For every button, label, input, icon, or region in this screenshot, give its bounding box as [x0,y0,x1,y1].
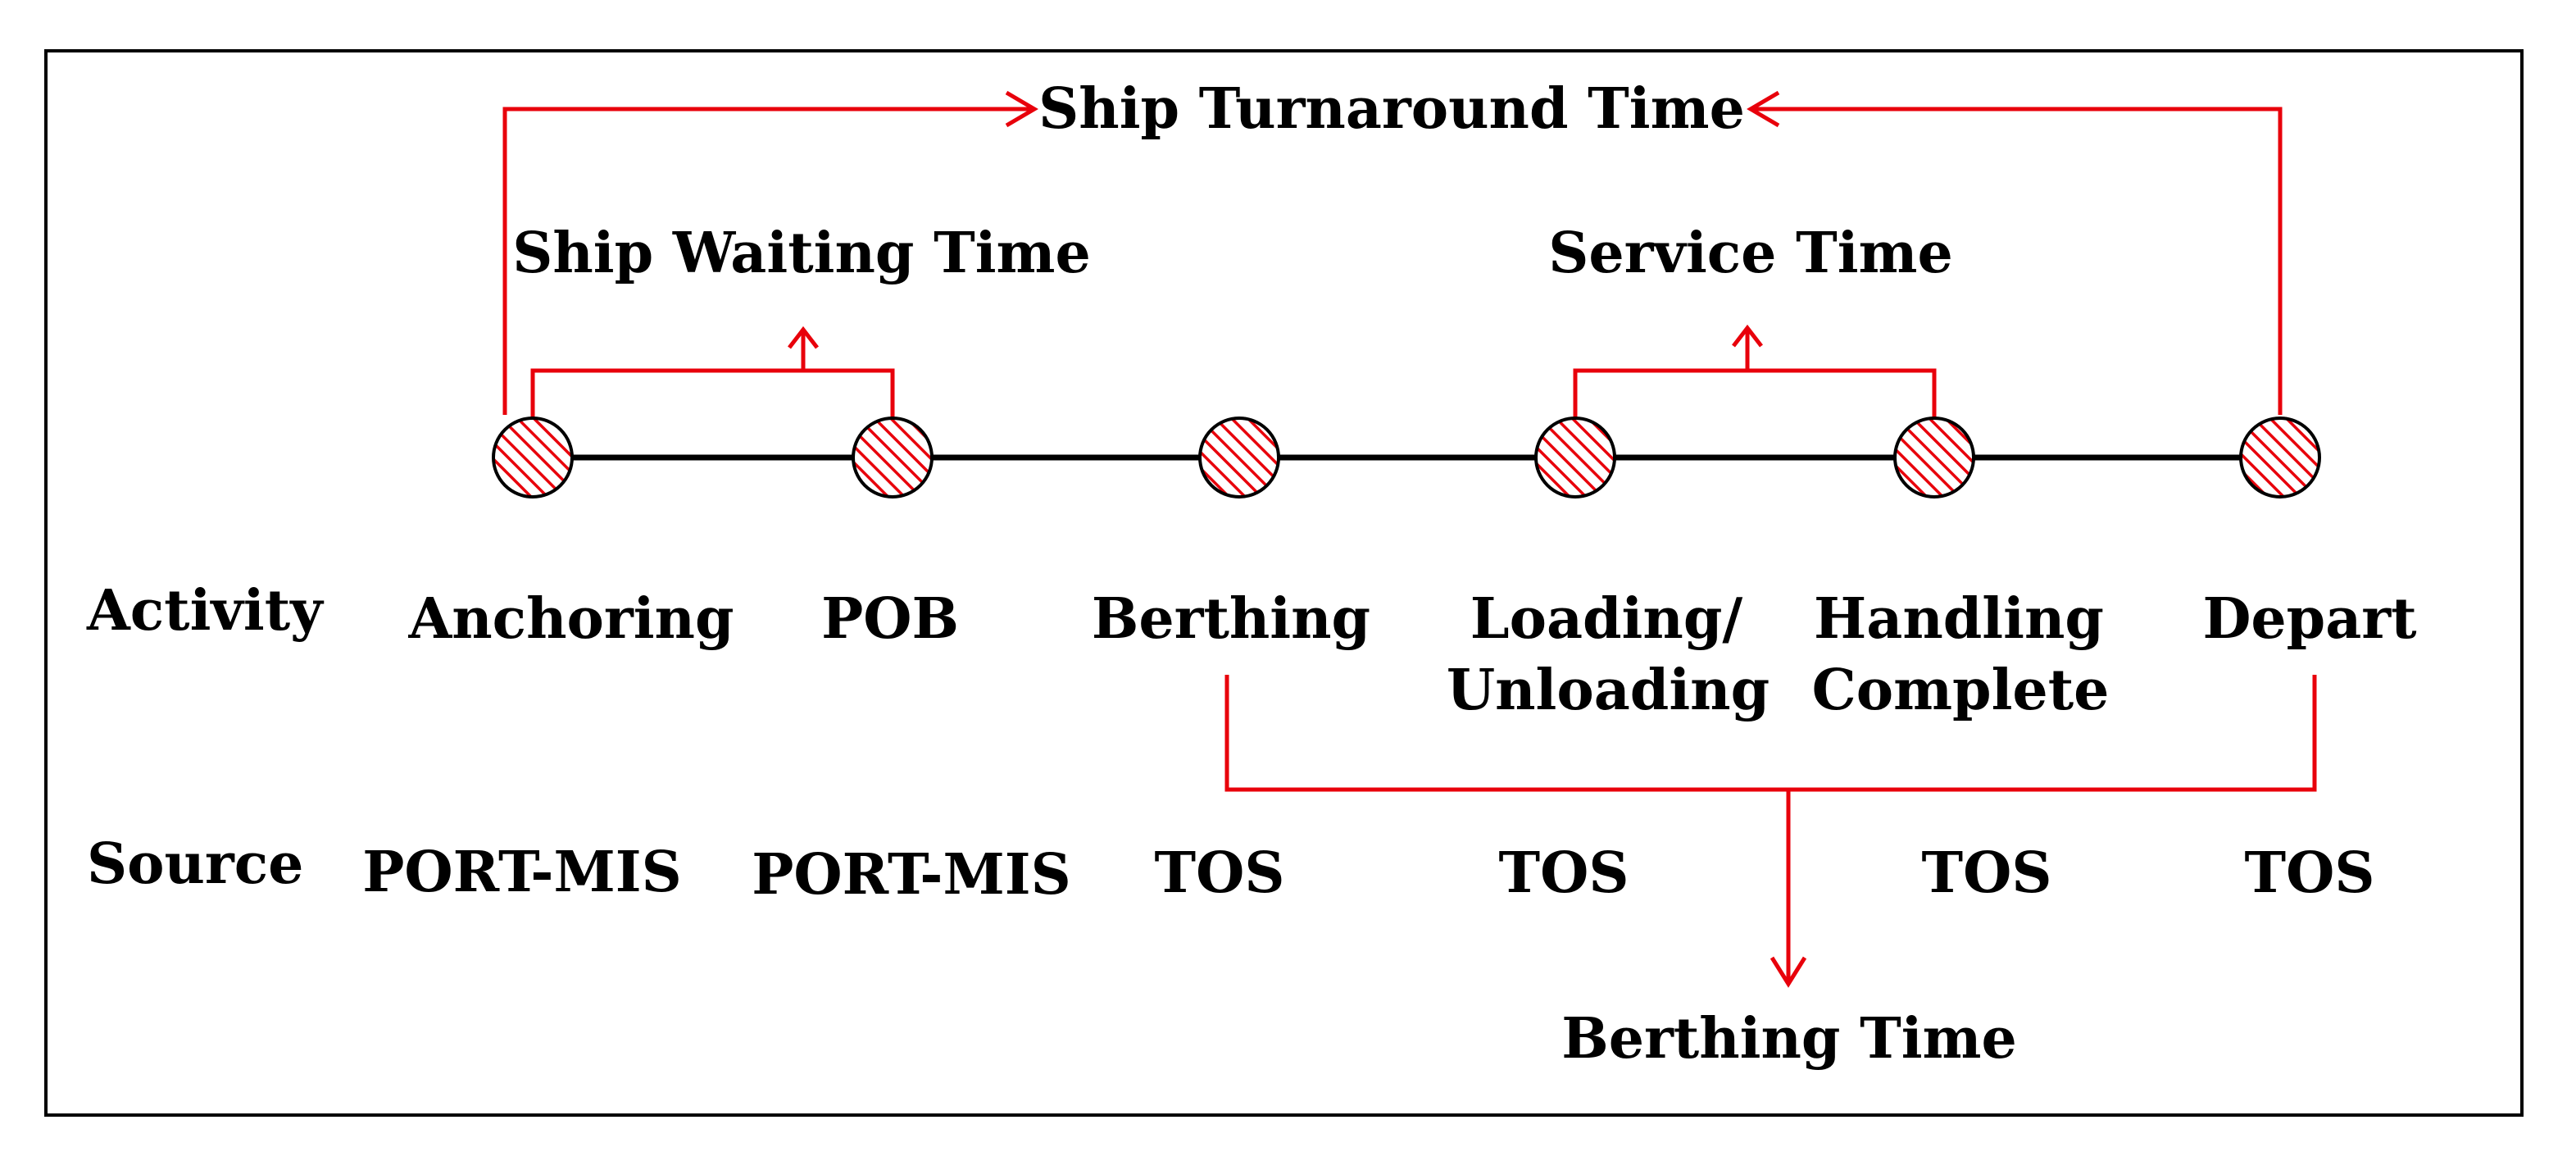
berthing-time-label: Berthing Time [1561,1006,2017,1072]
source-label-pob: PORT-MIS [752,842,1070,908]
source-label-berthing: TOS [1155,840,1285,906]
waiting-bracket [530,326,895,418]
turnaround-time-label: Ship Turnaround Time [1038,76,1745,142]
source-label-depart: TOS [2245,840,2375,906]
activity-label-pob: POB [821,586,959,652]
source-row-label: Source [87,831,303,897]
source-label-loading-unloading: TOS [1499,840,1629,906]
activity-label-handling: Handling [1814,586,2104,652]
service-bracket [1573,324,1937,418]
diagram-frame [44,49,2524,1117]
service-time-label: Service Time [1548,221,1953,286]
node-berthing [1198,417,1280,499]
berthing-bracket [1224,675,2317,988]
node-handling-complete [1893,417,1975,499]
activity-label-loading: Loading/ [1470,586,1743,652]
source-label-handling-complete: TOS [1922,840,2052,906]
source-label-anchoring: PORT-MIS [362,840,681,905]
node-pob [852,417,934,499]
activity-label-depart: Depart [2202,586,2417,652]
activity-label-complete: Complete [1812,658,2110,723]
turnaround-bracket [502,90,2283,415]
activity-row-label: Activity [86,578,325,644]
activity-label-berthing: Berthing [1092,586,1370,652]
node-anchoring [492,417,574,499]
waiting-time-label: Ship Waiting Time [512,221,1091,286]
activity-label-unloading: Unloading [1447,658,1770,723]
node-loading-unloading [1534,417,1616,499]
activity-label-anchoring: Anchoring [407,586,734,652]
node-depart [2239,417,2321,499]
